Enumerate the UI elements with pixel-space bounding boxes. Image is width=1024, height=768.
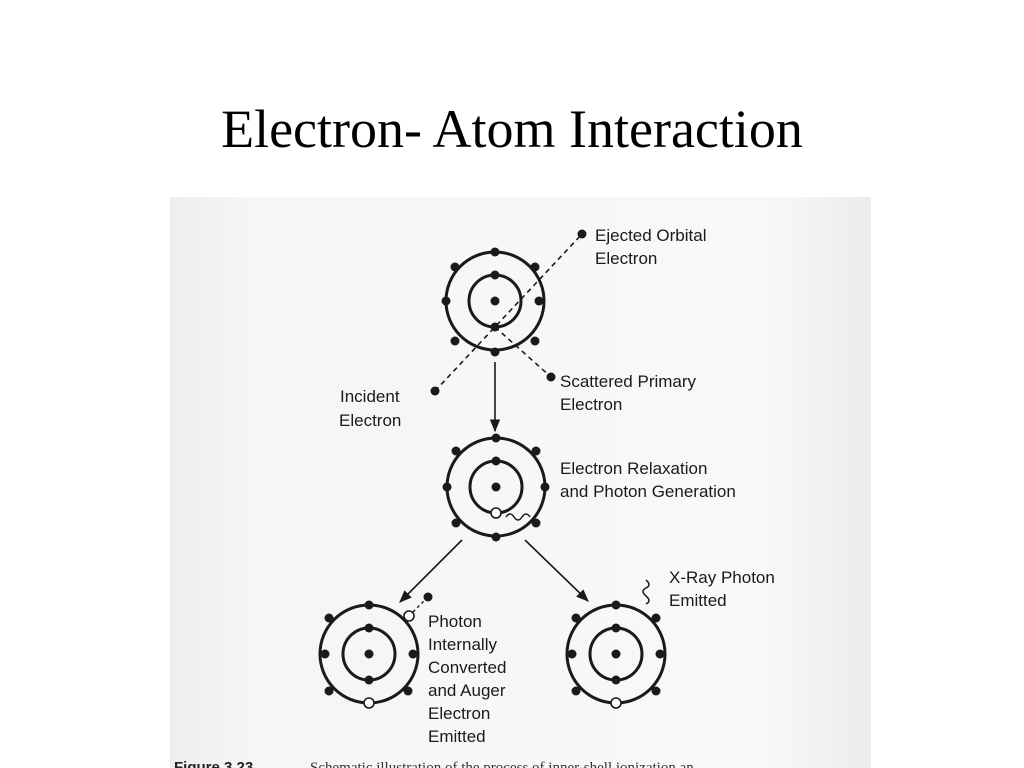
label-ejected-1: Ejected Orbital bbox=[595, 226, 707, 245]
label-auger-5: Electron bbox=[428, 704, 490, 723]
auger-electron-dot bbox=[423, 592, 433, 602]
atom-relaxation bbox=[442, 433, 550, 542]
label-auger-3: Converted bbox=[428, 658, 506, 677]
atom-auger bbox=[318, 592, 433, 709]
ejected-electron-dot bbox=[577, 229, 587, 239]
xray-photon-wave bbox=[642, 579, 650, 605]
vacancy-dot bbox=[490, 507, 502, 519]
label-relaxation-1: Electron Relaxation bbox=[560, 459, 707, 478]
arrow-to-xray bbox=[524, 539, 589, 602]
label-xray-1: X-Ray Photon bbox=[669, 568, 775, 587]
label-auger-2: Internally bbox=[428, 635, 497, 654]
caption-prefix: Figure 3.23 bbox=[174, 759, 253, 768]
label-incident-2: Electron bbox=[339, 411, 401, 430]
caption-text: Schematic illustration of the process of… bbox=[310, 760, 694, 768]
label-relaxation-2: and Photon Generation bbox=[560, 482, 736, 501]
label-xray-2: Emitted bbox=[669, 591, 727, 610]
photon-wave bbox=[505, 513, 531, 521]
atom-xray bbox=[565, 579, 667, 709]
label-scattered-2: Electron bbox=[560, 395, 622, 414]
incident-electron-dot bbox=[430, 386, 440, 396]
label-scattered-1: Scattered Primary bbox=[560, 372, 697, 391]
figure-caption: Figure 3.23 Schematic illustration of th… bbox=[174, 759, 694, 768]
label-ejected-2: Electron bbox=[595, 249, 657, 268]
electron-paths bbox=[430, 229, 587, 396]
label-incident-1: Incident bbox=[340, 387, 400, 406]
scattered-electron-dot bbox=[546, 372, 556, 382]
label-auger-6: Emitted bbox=[428, 727, 486, 746]
label-auger-4: and Auger bbox=[428, 681, 506, 700]
label-auger-1: Photon bbox=[428, 612, 482, 631]
arrow-to-auger bbox=[399, 539, 463, 603]
atom-ionization bbox=[441, 247, 546, 357]
slide-title: Electron- Atom Interaction bbox=[221, 99, 803, 159]
atom-interaction-figure: Ejected Orbital Electron Incident Electr… bbox=[170, 197, 871, 768]
